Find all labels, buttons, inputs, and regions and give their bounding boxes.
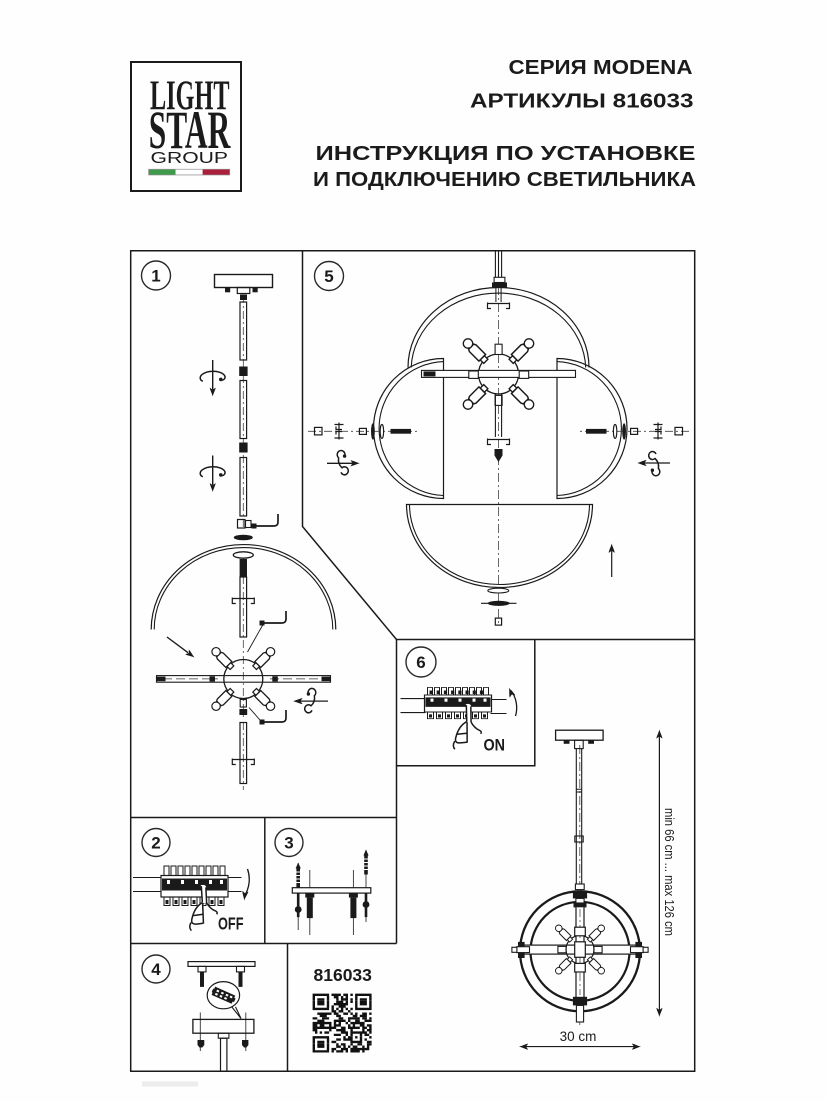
svg-text:min 66 cm ... max 126 cm: min 66 cm ... max 126 cm — [662, 808, 677, 936]
svg-text:816033: 816033 — [314, 965, 373, 985]
svg-text:2: 2 — [151, 834, 160, 853]
svg-text:LIGHT: LIGHT — [150, 74, 230, 120]
svg-text:1: 1 — [151, 267, 160, 286]
svg-text:STAR: STAR — [149, 100, 231, 160]
svg-text:OFF: OFF — [218, 914, 244, 934]
svg-text:3: 3 — [284, 834, 293, 853]
svg-text:30 cm: 30 cm — [560, 1029, 597, 1044]
svg-text:6: 6 — [416, 653, 425, 672]
svg-text:5: 5 — [324, 267, 333, 286]
svg-text:ON: ON — [484, 736, 506, 755]
svg-text:АРТИКУЛЫ 816033: АРТИКУЛЫ 816033 — [470, 90, 694, 113]
svg-text:GROUP: GROUP — [151, 150, 229, 167]
svg-text:4: 4 — [151, 960, 161, 979]
svg-text:ИНСТРУКЦИЯ ПО УСТАНОВКЕ: ИНСТРУКЦИЯ ПО УСТАНОВКЕ — [316, 142, 696, 165]
svg-text:СЕРИЯ MODENA: СЕРИЯ MODENA — [509, 56, 693, 79]
svg-text:И ПОДКЛЮЧЕНИЮ СВЕТИЛЬНИКА: И ПОДКЛЮЧЕНИЮ СВЕТИЛЬНИКА — [313, 168, 696, 191]
